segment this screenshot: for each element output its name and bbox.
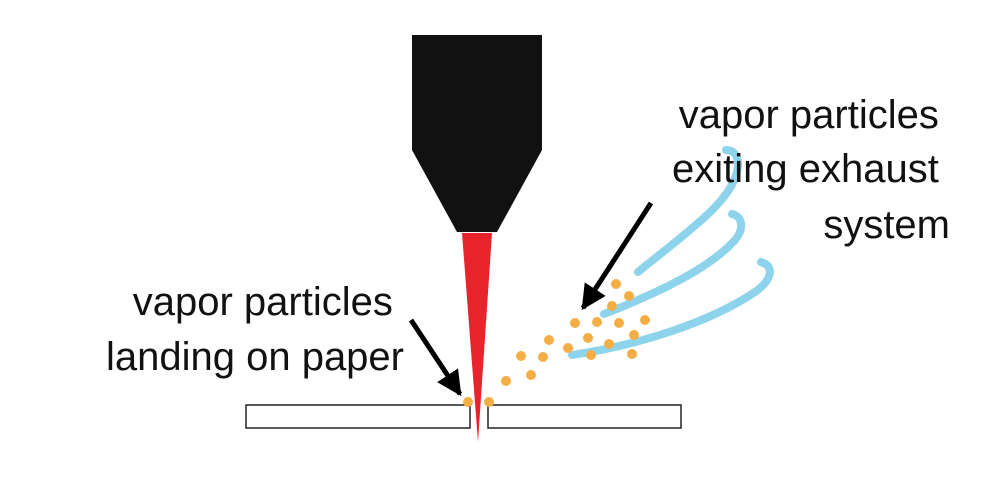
exhaust-stream-1 bbox=[634, 146, 742, 276]
vapor-particle bbox=[629, 330, 639, 340]
vapor-particle bbox=[592, 317, 602, 327]
vapor-particle bbox=[516, 351, 526, 361]
exhaust-label-line-3: system bbox=[823, 203, 950, 247]
vapor-particle bbox=[611, 279, 621, 289]
paper-sheet-right bbox=[487, 404, 682, 429]
exhaust-label-line-2: exiting exhaust bbox=[672, 147, 939, 191]
vapor-particle bbox=[544, 335, 554, 345]
vapor-particle bbox=[583, 333, 593, 343]
landing-label: vapor particles landing on paper bbox=[106, 280, 404, 379]
arrow-landing-label bbox=[408, 318, 463, 397]
vapor-particle bbox=[501, 376, 511, 386]
exhaust-label: vapor particles exiting exhaust system bbox=[672, 93, 950, 247]
vapor-particle bbox=[607, 301, 617, 311]
paper-sheet-left bbox=[245, 404, 471, 429]
landing-label-line-1: vapor particles bbox=[133, 280, 393, 324]
vapor-particles bbox=[463, 279, 650, 407]
vapor-particle bbox=[586, 350, 596, 360]
vapor-particle bbox=[570, 318, 580, 328]
vapor-particle bbox=[627, 349, 637, 359]
vapor-particle bbox=[624, 291, 634, 301]
vapor-particle bbox=[526, 370, 536, 380]
vapor-particle bbox=[463, 397, 473, 407]
vapor-particle bbox=[484, 397, 494, 407]
vapor-particle bbox=[640, 315, 650, 325]
laser-beam-icon bbox=[462, 233, 492, 442]
exhaust-stream-3 bbox=[568, 258, 774, 359]
vapor-particle bbox=[538, 352, 548, 362]
exhaust-streams bbox=[568, 146, 774, 359]
exhaust-label-line-1: vapor particles bbox=[679, 93, 939, 137]
arrow-exhaust-label bbox=[580, 201, 654, 311]
vapor-particle bbox=[563, 343, 573, 353]
vapor-particle bbox=[614, 318, 624, 328]
exhaust-stream-2 bbox=[600, 210, 746, 318]
laser-nozzle-icon bbox=[412, 35, 542, 232]
landing-label-line-2: landing on paper bbox=[106, 335, 404, 379]
vapor-particle bbox=[604, 339, 614, 349]
